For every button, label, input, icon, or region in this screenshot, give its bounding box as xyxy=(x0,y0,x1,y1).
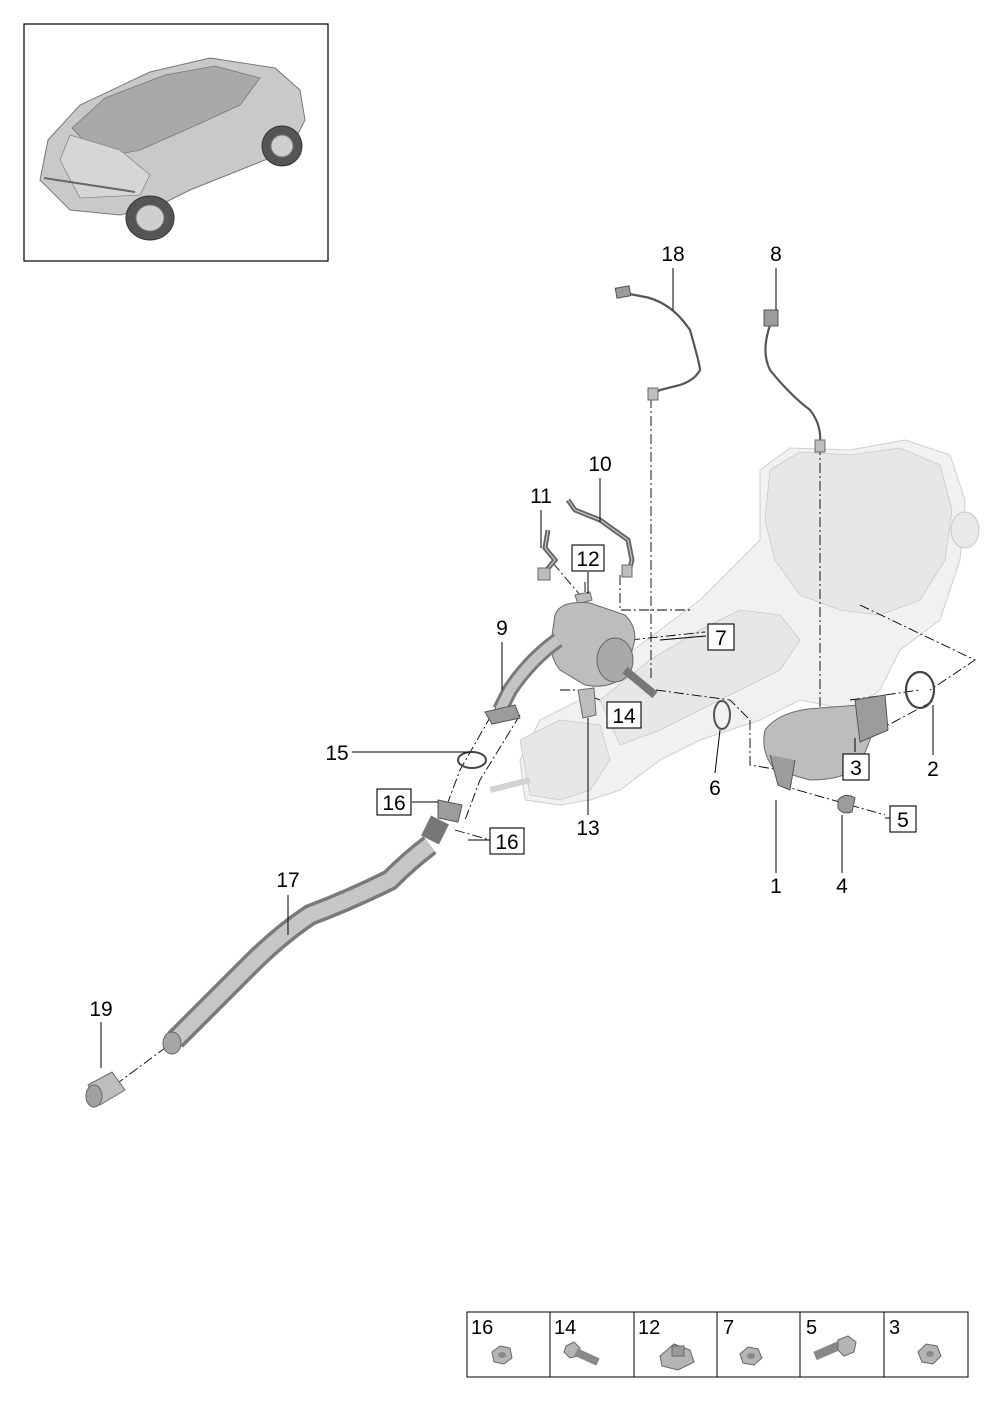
callouts: 18 8 10 11 12 7 9 14 15 16 16 13 6 3 2 5… xyxy=(89,243,939,1021)
oxygen-sensor-18 xyxy=(614,285,702,401)
parts-table: 16 14 12 7 5 3 xyxy=(466,1311,969,1378)
oxygen-sensor-8 xyxy=(763,309,826,453)
table-cell-number: 12 xyxy=(638,1317,660,1339)
callout-1: 1 xyxy=(770,875,782,898)
callout-13: 13 xyxy=(576,817,599,840)
pipe-9 xyxy=(484,633,563,725)
callout-7-box xyxy=(707,623,735,651)
callout-10: 10 xyxy=(588,453,611,476)
table-cell-number: 16 xyxy=(471,1317,493,1339)
callout-11: 11 xyxy=(530,485,552,508)
vehicle-image xyxy=(39,57,306,241)
hex-nut-icon xyxy=(491,1345,513,1365)
callout-12-box xyxy=(571,544,605,572)
gasket-15 xyxy=(457,751,487,769)
clamp-4 xyxy=(837,794,856,814)
callout-3-box xyxy=(842,753,870,781)
clamp-19 xyxy=(85,1071,126,1108)
callout-15: 15 xyxy=(325,742,348,765)
hex-bolt-icon xyxy=(563,1341,600,1366)
callout-19: 19 xyxy=(89,998,112,1021)
callout-9: 9 xyxy=(496,617,508,640)
callout-16a: 16 xyxy=(382,792,405,815)
callout-14-box xyxy=(606,701,642,729)
callout-4: 4 xyxy=(836,875,848,898)
pipe-11 xyxy=(537,529,559,581)
table-cell-number: 5 xyxy=(806,1317,817,1339)
callout-8: 8 xyxy=(770,243,782,266)
hex-nut-icon xyxy=(917,1343,942,1365)
callout-6: 6 xyxy=(709,777,721,800)
table-cell-number: 3 xyxy=(889,1317,900,1339)
vehicle-thumbnail xyxy=(23,23,329,262)
pipe-10 xyxy=(565,498,635,578)
flange-bolt-icon xyxy=(813,1335,857,1361)
table-cell-number: 14 xyxy=(554,1317,576,1339)
callout-5-box xyxy=(889,805,917,833)
particulate-filter xyxy=(550,602,658,699)
callout-16a-box xyxy=(376,788,412,816)
table-cell-number: 7 xyxy=(723,1317,734,1339)
callout-5: 5 xyxy=(897,809,909,832)
gasket-6 xyxy=(713,700,731,730)
callout-16b: 16 xyxy=(495,831,518,854)
callout-18: 18 xyxy=(661,243,684,266)
callout-2: 2 xyxy=(927,758,939,781)
clip-nut-icon xyxy=(659,1343,695,1371)
callout-12: 12 xyxy=(576,548,599,571)
callout-17: 17 xyxy=(276,869,299,892)
gasket-2 xyxy=(904,670,936,710)
rear-pipe-17 xyxy=(162,799,463,1055)
clip-12 xyxy=(574,591,593,605)
bracket-13 xyxy=(577,687,597,719)
callout-14: 14 xyxy=(612,705,636,728)
callout-16b-box xyxy=(489,827,525,855)
callout-3: 3 xyxy=(850,757,862,780)
leader-lines xyxy=(100,268,934,1068)
hex-nut-icon xyxy=(739,1346,763,1366)
callout-7: 7 xyxy=(715,627,727,650)
